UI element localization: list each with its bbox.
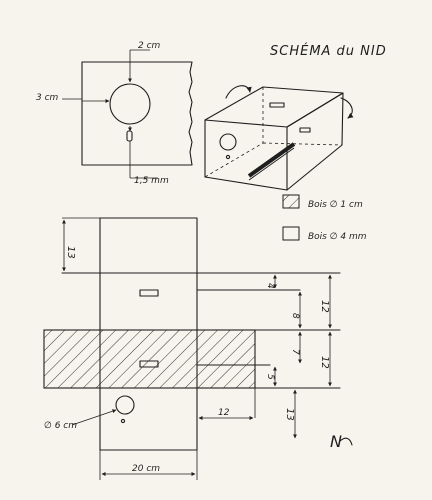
dim-d: 7 bbox=[290, 349, 300, 355]
dim-width: 20 cm bbox=[132, 464, 160, 474]
front-elevation: 13 4 8 12 7 5 12 12 13 ∅ 6 cm 20 cm bbox=[43, 217, 341, 480]
top-view-panel: 2 cm 3 cm 1,5 mm bbox=[36, 41, 193, 186]
dim-hole: ∅ 6 cm bbox=[44, 421, 77, 431]
box-3d-view bbox=[204, 85, 354, 191]
legend-label-hatched: Bois ∅ 1 cm bbox=[308, 200, 363, 210]
box-entrance-hole bbox=[219, 133, 237, 151]
perch-peg bbox=[126, 130, 133, 142]
dim-top: 13 bbox=[65, 246, 76, 259]
legend: Bois ∅ 1 cm Bois ∅ 4 mm bbox=[282, 194, 367, 242]
dim-hole-offset: 2 cm bbox=[138, 41, 161, 51]
dim-b: 8 bbox=[290, 313, 300, 319]
legend-swatch-plain bbox=[282, 226, 300, 241]
legend-swatch-hatched bbox=[282, 194, 300, 209]
dim-f: 12 bbox=[319, 356, 330, 369]
front-entrance-hole bbox=[115, 395, 135, 415]
entrance-hole bbox=[109, 83, 151, 125]
hatched-crossbar bbox=[43, 329, 256, 389]
legend-label-plain: Bois ∅ 4 mm bbox=[308, 232, 367, 242]
signature: N bbox=[330, 432, 342, 451]
dim-g: 12 bbox=[218, 408, 230, 418]
dim-e: 5 bbox=[265, 374, 275, 380]
dim-h: 13 bbox=[284, 408, 295, 421]
diagram-title: SCHÉMA du NID bbox=[270, 43, 387, 59]
dim-a: 4 bbox=[265, 283, 275, 289]
dim-c: 12 bbox=[319, 300, 330, 313]
dim-perch: 1,5 mm bbox=[134, 176, 169, 186]
dim-side: 3 cm bbox=[36, 93, 59, 103]
